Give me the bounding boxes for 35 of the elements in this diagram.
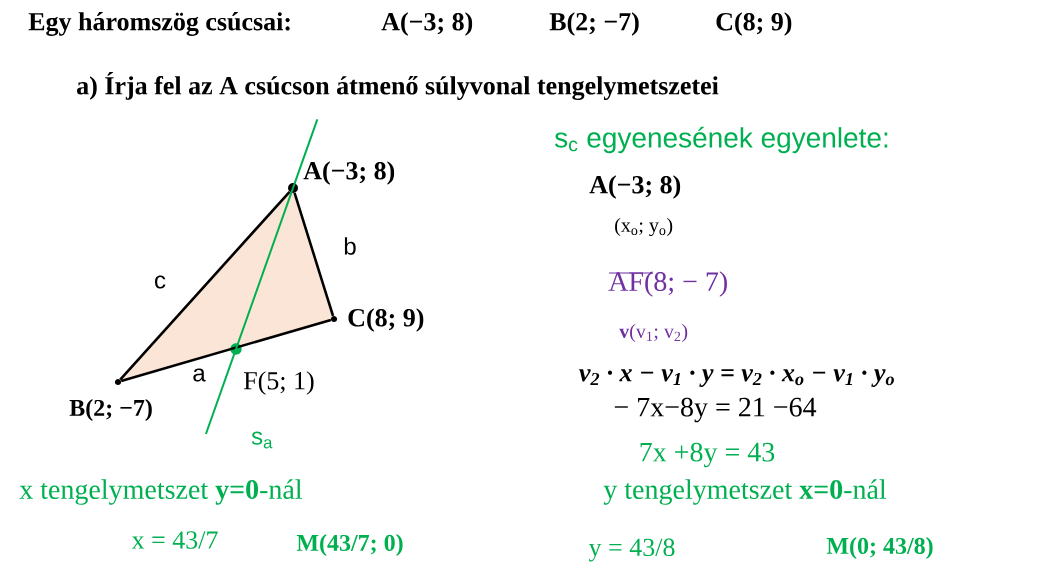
line [293,192,335,317]
edge-label: c [155,275,166,289]
equation: v$_{2}$ · x − v$_{1}$ · y = v$_{2}$ · x$_{o}$ − v$_{1}$ · y$_{o}$ [579,369,894,387]
vertex-point: A(−3; 8) [288,161,395,193]
equation: x = 43/7 [131,531,218,549]
node-label: C(8; 9) [348,308,424,332]
coordinate-label: C(8; 9) [716,12,792,36]
edge-label: s$_{a}$ [251,431,273,449]
vector-label: AF(8; − 7) [608,271,727,297]
line [120,318,332,383]
equation: y = 43/8 [588,538,675,562]
node-label: F(5; 1) [243,371,314,395]
vertex-point: B(2; −7) [69,378,152,421]
coordinate-label: A(−3; 8) [381,12,473,36]
note-text: x tengelymetszet y=0-nál [19,479,303,505]
line [204,118,319,435]
vertex-point: C(8; 9) [330,308,424,332]
equation: 7x +8y = 43 [640,442,775,468]
node-label: A(−3; 8) [303,161,395,185]
heading: Egy háromszög csúcsai: [28,12,290,36]
line [119,190,291,381]
vector-label: v(v$_{1}$; v$_{2}$) [619,323,688,343]
section-heading: s$_{c}$ egyenesének egyenlete: [555,126,888,154]
coordinate-label: A(−3; 8) [589,175,681,199]
task-text: a) Írja fel az A csúcson átmenő súlyvonal tengelymetszetei [77,72,719,101]
vertex-point: F(5; 1) [230,343,314,395]
coordinate-label: (x$_{o}$; y$_{o}$) [615,217,673,237]
edge-label: b [344,237,356,255]
point-label: M(43/7; 0) [296,534,403,556]
edge-label: a [193,368,206,382]
point-label: M(0; 43/8) [826,537,933,559]
note-text: y tengelymetszet x=0-nál [603,479,887,505]
node-label: B(2; −7) [69,399,152,421]
coordinate-label: B(2; −7) [549,12,639,36]
equation: − 7x−8y = 21 −64 [614,397,817,423]
